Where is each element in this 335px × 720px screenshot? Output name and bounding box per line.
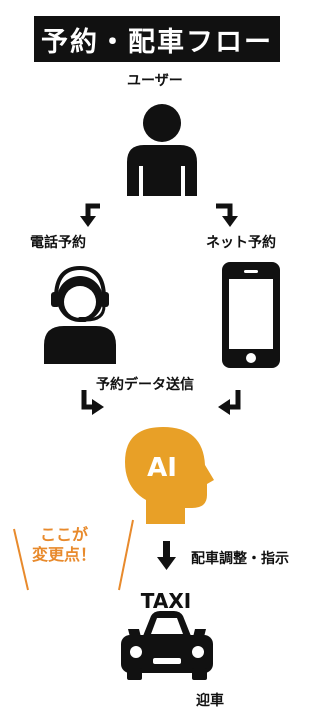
arrow-net-to-ai (228, 390, 241, 410)
smartphone-icon (222, 262, 280, 368)
arrow-to-net-head (222, 216, 238, 227)
user-label: ユーザー (127, 73, 183, 89)
arrow-to-phone-head (80, 216, 96, 227)
phone-reservation-label: 電話予約 (30, 235, 86, 251)
highlight-slash-right (118, 519, 134, 591)
highlight-slash-left (13, 528, 29, 591)
arrow-phone-to-ai (81, 390, 94, 410)
net-reservation-label: ネット予約 (206, 235, 276, 251)
user-icon (127, 104, 197, 196)
arrow-phone-to-ai-head (92, 399, 104, 415)
highlight-line-1: ここが (39, 525, 88, 544)
dispatch-label: 配車調整・指示 (191, 551, 289, 567)
taxi-sign-label: TAXI (141, 589, 191, 613)
pickup-label: 迎車 (196, 693, 224, 709)
arrow-ai-to-taxi-head (157, 557, 176, 570)
highlight-line-2: 変更点！ (31, 545, 96, 564)
data-send-label: 予約データ送信 (96, 377, 194, 393)
ai-label: AI (147, 453, 177, 483)
taxi-car-icon (121, 611, 213, 680)
arrow-ai-to-taxi (163, 541, 170, 558)
arrow-net-to-ai-head (218, 399, 230, 415)
ai-head-icon: AI (125, 427, 214, 524)
arrow-to-net (216, 203, 233, 218)
operator-headset-icon (44, 265, 116, 364)
arrow-to-phone (85, 203, 100, 218)
highlight-note: ここが 変更点！ (20, 525, 108, 565)
page-title: 予約・配車フロー (34, 16, 280, 62)
